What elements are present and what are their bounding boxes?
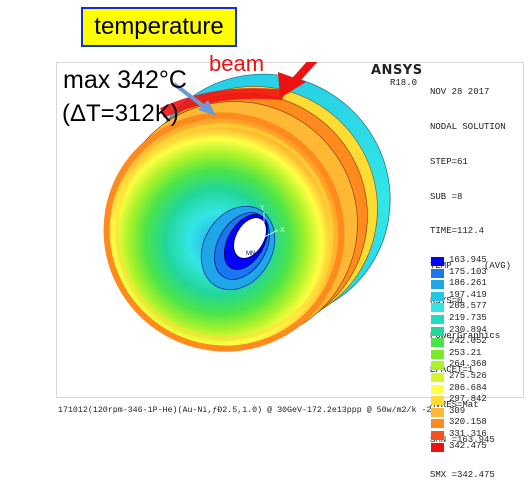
legend-value: 186.261 (449, 278, 487, 289)
legend-swatch (431, 291, 444, 301)
legend-value: 163.945 (449, 255, 487, 265)
info-line: TEMP (AVG) (430, 261, 512, 272)
info-line: STEP=61 (430, 156, 468, 167)
legend-value: 286.684 (449, 382, 487, 393)
legend-swatch (431, 419, 444, 429)
info-line: TIME=112.4 (430, 226, 485, 237)
legend-value: 320.158 (449, 417, 487, 428)
legend-value: 331.316 (449, 428, 487, 439)
legend-value: 342.475 (449, 440, 487, 451)
axis-triad (251, 212, 279, 247)
legend-value: 275.526 (449, 370, 487, 381)
title-box: temperature (81, 7, 237, 47)
info-line: NODAL SOLUTION (430, 121, 506, 132)
legend-swatch (431, 430, 444, 440)
axis-y-label: Y (260, 205, 265, 212)
legend-swatch (431, 396, 444, 406)
legend-swatch (431, 268, 444, 278)
hot-spot (160, 88, 286, 118)
title-label: temperature (94, 13, 224, 40)
legend-swatch (431, 338, 444, 348)
legend-value: 264.368 (449, 359, 487, 370)
legend-swatch (431, 407, 444, 417)
info-line: AVRES=Mat (430, 400, 479, 411)
legend-swatch (431, 384, 444, 394)
beam-label: beam (209, 51, 265, 76)
legend-swatch (431, 361, 444, 371)
legend-value: 197.419 (449, 289, 487, 300)
delta-t-label: (ΔT=312K) (62, 100, 179, 127)
ansys-logo: ANSYS (371, 63, 423, 78)
axis-x-label: X (280, 227, 285, 234)
beam-arrow (278, 62, 318, 98)
legend-value: 309 (449, 405, 466, 416)
legend-value: 230.894 (449, 324, 487, 335)
legend-value: 242.052 (449, 336, 487, 347)
max-temperature-label: max 342°C (63, 66, 187, 94)
legend-value: 219.735 (449, 312, 487, 323)
info-line: SUB =8 (430, 191, 463, 202)
disk-model: Y X MN (103, 62, 391, 352)
legend-swatch (431, 280, 444, 290)
pointer-arrow (172, 82, 216, 116)
ansys-release: R18.0 (390, 78, 418, 88)
info-line: RSYS=0 (430, 295, 463, 306)
axis-z-label: MN (246, 251, 255, 257)
info-line: PowerGraphics (430, 330, 501, 341)
legend-swatch (431, 372, 444, 382)
legend-value: 253.21 (449, 347, 482, 358)
legend-swatch (431, 326, 444, 336)
legend-swatch (431, 349, 444, 359)
legend-value: 297.842 (449, 394, 487, 405)
legend-value: 208.577 (449, 301, 487, 312)
legend-swatch (431, 442, 444, 452)
disk-hub (200, 205, 276, 291)
info-line: EFACET=1 (430, 365, 474, 376)
info-line: NOV 28 2017 (430, 87, 490, 98)
info-line: SMX =342.475 (430, 469, 495, 480)
legend-value: 175.103 (449, 266, 487, 277)
plot-footer: 171012(120rpm-346-1P-He)(Au-Ni,ƒÐ2.5,1.0… (58, 406, 432, 415)
legend-swatch (431, 303, 444, 313)
legend-swatch (431, 257, 444, 266)
legend-swatch (431, 314, 444, 324)
